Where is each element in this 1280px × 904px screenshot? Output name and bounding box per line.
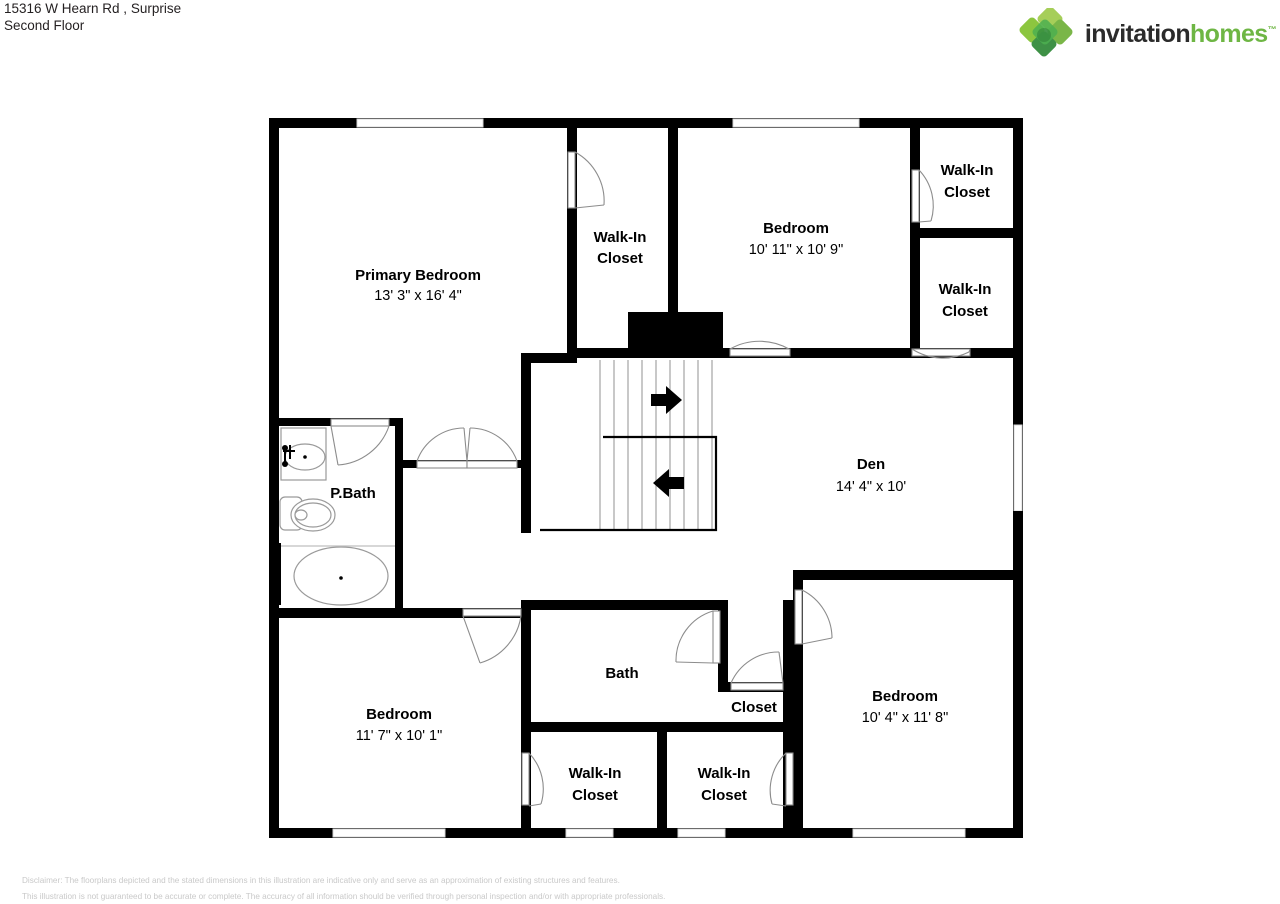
door-bedroom-br <box>795 590 832 644</box>
label-primary-bedroom-dim: 13' 3" x 16' 4" <box>374 288 462 304</box>
door-bath <box>676 611 720 663</box>
staircase <box>540 360 716 530</box>
disclaimer-line-1: Disclaimer: The floorplans depicted and … <box>22 873 1022 889</box>
label-walkin-closet-bm2-line1: Walk-In <box>698 765 751 782</box>
label-primary-bedroom-name: Primary Bedroom <box>355 267 481 284</box>
label-walkin-closet-bm2-line2: Closet <box>701 787 747 804</box>
label-pbath-name: P.Bath <box>330 485 376 502</box>
label-walkin-closet-tl-line1: Walk-In <box>594 229 647 246</box>
door-walkin-hallway <box>730 341 790 356</box>
label-walkin-closet-bm1-line2: Closet <box>572 787 618 804</box>
label-walkin-closet-tr1-line2: Closet <box>944 184 990 201</box>
door-walkin-bm1 <box>522 753 543 806</box>
stair-down-arrow-icon <box>653 469 684 497</box>
pbath-fixtures <box>280 428 395 605</box>
label-bedroom-bl-dim: 11' 7" x 10' 1" <box>356 728 443 744</box>
label-den-name: Den <box>857 456 885 473</box>
label-bedroom-bl-name: Bedroom <box>366 706 432 723</box>
door-double-hallway <box>417 428 517 468</box>
label-walkin-closet-tl-line2: Closet <box>597 250 643 267</box>
label-walkin-closet-tr2-line1: Walk-In <box>939 281 992 298</box>
door-walkin-bm2 <box>770 753 793 806</box>
disclaimer: Disclaimer: The floorplans depicted and … <box>22 873 1022 904</box>
label-walkin-closet-tr2-line2: Closet <box>942 303 988 320</box>
label-bath-name: Bath <box>605 665 638 682</box>
label-den-dim: 14' 4" x 10' <box>836 479 907 495</box>
label-walkin-closet-bm1-line1: Walk-In <box>569 765 622 782</box>
label-bedroom-top-name: Bedroom <box>763 220 829 237</box>
door-closet <box>731 652 783 690</box>
label-bedroom-top-dim: 10' 11" x 10' 9" <box>749 242 844 258</box>
door-bedroom2-walkin1 <box>912 170 933 222</box>
door-pbath <box>331 419 389 465</box>
label-walkin-closet-tr1-line1: Walk-In <box>941 162 994 179</box>
label-bedroom-br-dim: 10' 4" x 11' 8" <box>862 710 949 726</box>
label-bedroom-br-name: Bedroom <box>872 688 938 705</box>
label-closet-name: Closet <box>731 699 777 716</box>
door-primary-to-walkin <box>568 152 604 208</box>
